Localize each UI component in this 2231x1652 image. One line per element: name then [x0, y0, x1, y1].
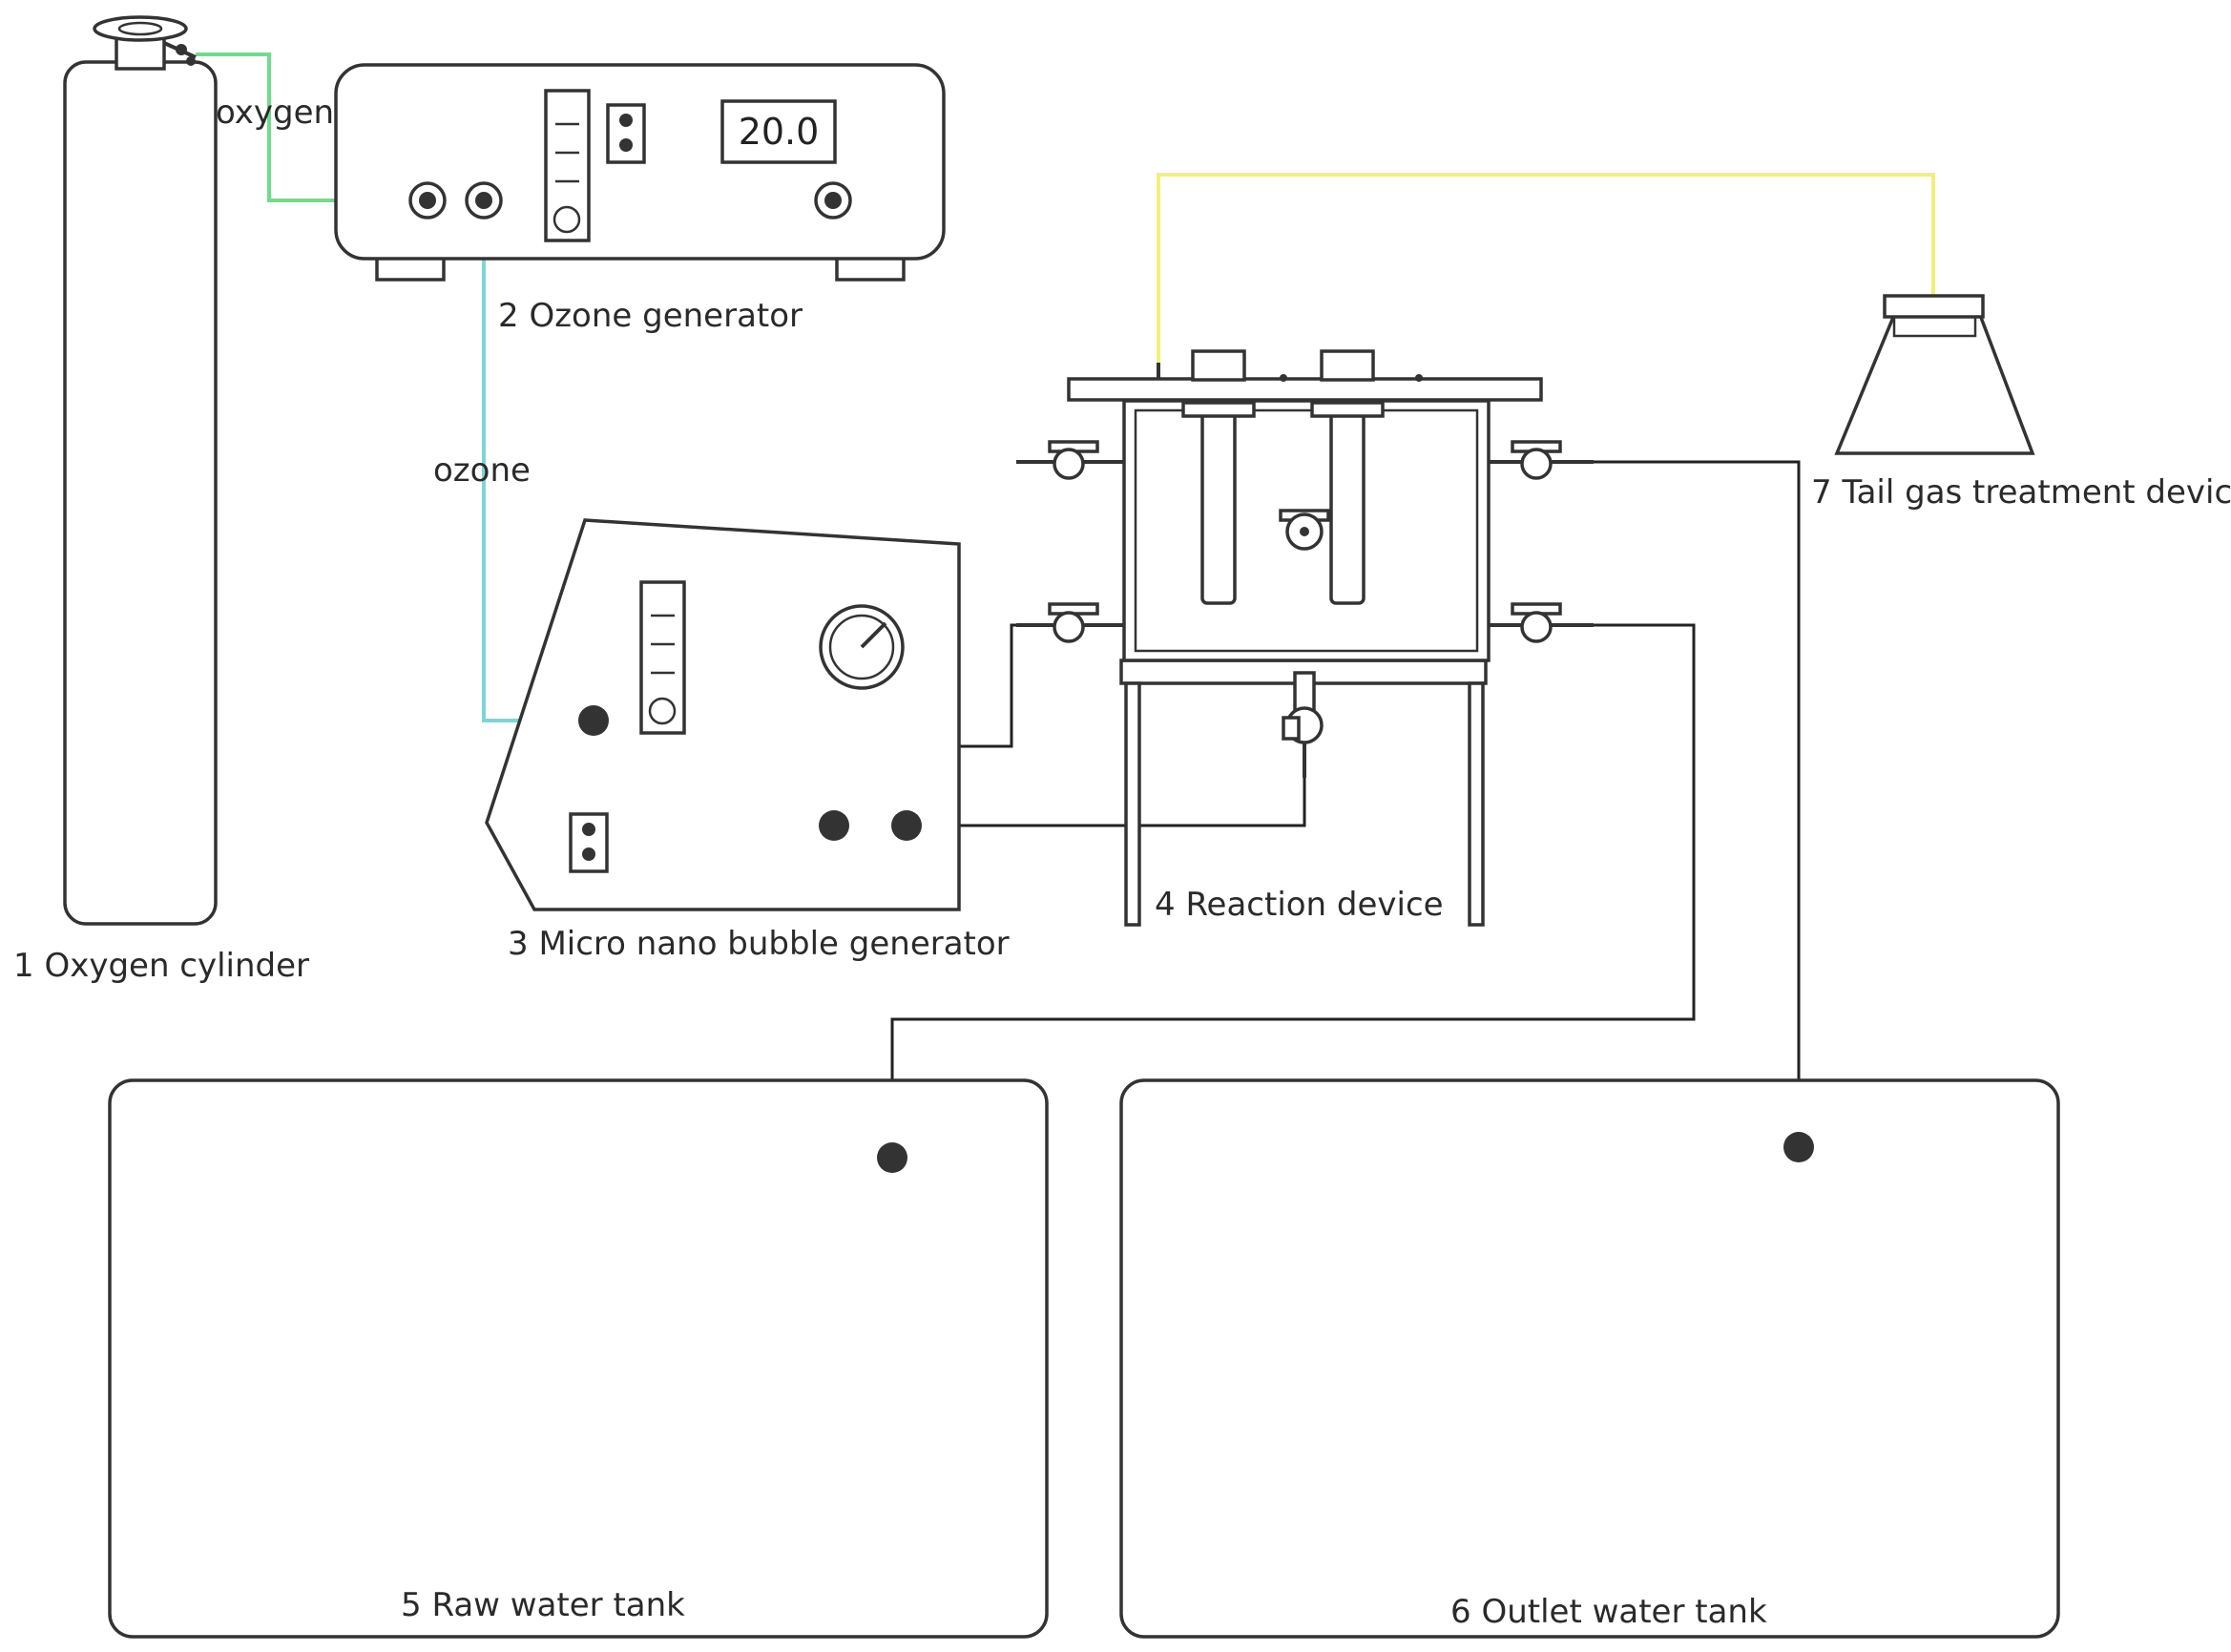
reactor-drain-pipe — [907, 759, 1306, 827]
valve-lower-right-icon — [1489, 602, 1594, 643]
outlet-water-pipe — [1594, 460, 1801, 1145]
oxygen-inlet-port-core — [419, 192, 436, 209]
outlet-water-tank-label: 6 Outlet water tank — [1450, 1593, 1767, 1631]
drain-valve-icon — [1282, 671, 1324, 778]
bubble-power-switch-icon — [569, 812, 609, 873]
water-port-left — [819, 810, 849, 841]
ozone-outlet-port-core — [475, 192, 492, 209]
tail-gas-line — [1157, 173, 1935, 363]
raw-water-tank — [108, 1078, 1049, 1639]
raw-water-tank-label: 5 Raw water tank — [401, 1586, 685, 1624]
stirrer-icon — [1279, 509, 1330, 551]
pressure-gauge-icon — [819, 604, 905, 690]
oxygen-cylinder-label: 1 Oxygen cylinder — [13, 947, 309, 985]
valve-upper-left-icon — [1016, 440, 1124, 480]
reaction-device-label: 4 Reaction device — [1155, 886, 1444, 924]
ozone-display — [720, 99, 837, 164]
electrode-right-icon — [1310, 399, 1385, 605]
outlet-water-tank-port — [1783, 1132, 1814, 1162]
water-port-right — [891, 810, 922, 841]
micro-nano-bubble-generator — [485, 518, 961, 911]
ozone-display-value: 20.0 — [739, 111, 820, 153]
ozone-generator-label: 2 Ozone generator — [498, 297, 803, 335]
tail-gas-device-label: 7 Tail gas treatment device — [1811, 473, 2231, 512]
cylinder-valve-icon — [163, 41, 197, 66]
valve-lower-left-icon — [1016, 602, 1124, 643]
power-switch-icon — [606, 103, 646, 164]
oxygen-cylinder — [63, 15, 218, 926]
electrode-left-icon — [1181, 399, 1256, 605]
raw-water-pipe — [890, 623, 1696, 1157]
raw-water-tank-port — [877, 1142, 907, 1173]
valve-upper-right-icon — [1489, 440, 1594, 480]
gas-inlet-port — [578, 705, 609, 736]
ozone-line-label: ozone — [433, 451, 531, 490]
bubble-generator-label: 3 Micro nano bubble generator — [508, 925, 1010, 963]
outlet-water-tank — [1119, 1078, 2060, 1639]
reaction-device — [1016, 349, 1594, 927]
ozone-generator: 20.0 — [334, 63, 946, 282]
bubble-flowmeter-icon — [639, 580, 686, 735]
oxygen-line-label: oxygen — [216, 94, 334, 132]
ozone-generator-knob-core — [824, 192, 842, 209]
tail-gas-treatment-device — [1834, 294, 2035, 455]
flowmeter-icon — [544, 89, 591, 242]
